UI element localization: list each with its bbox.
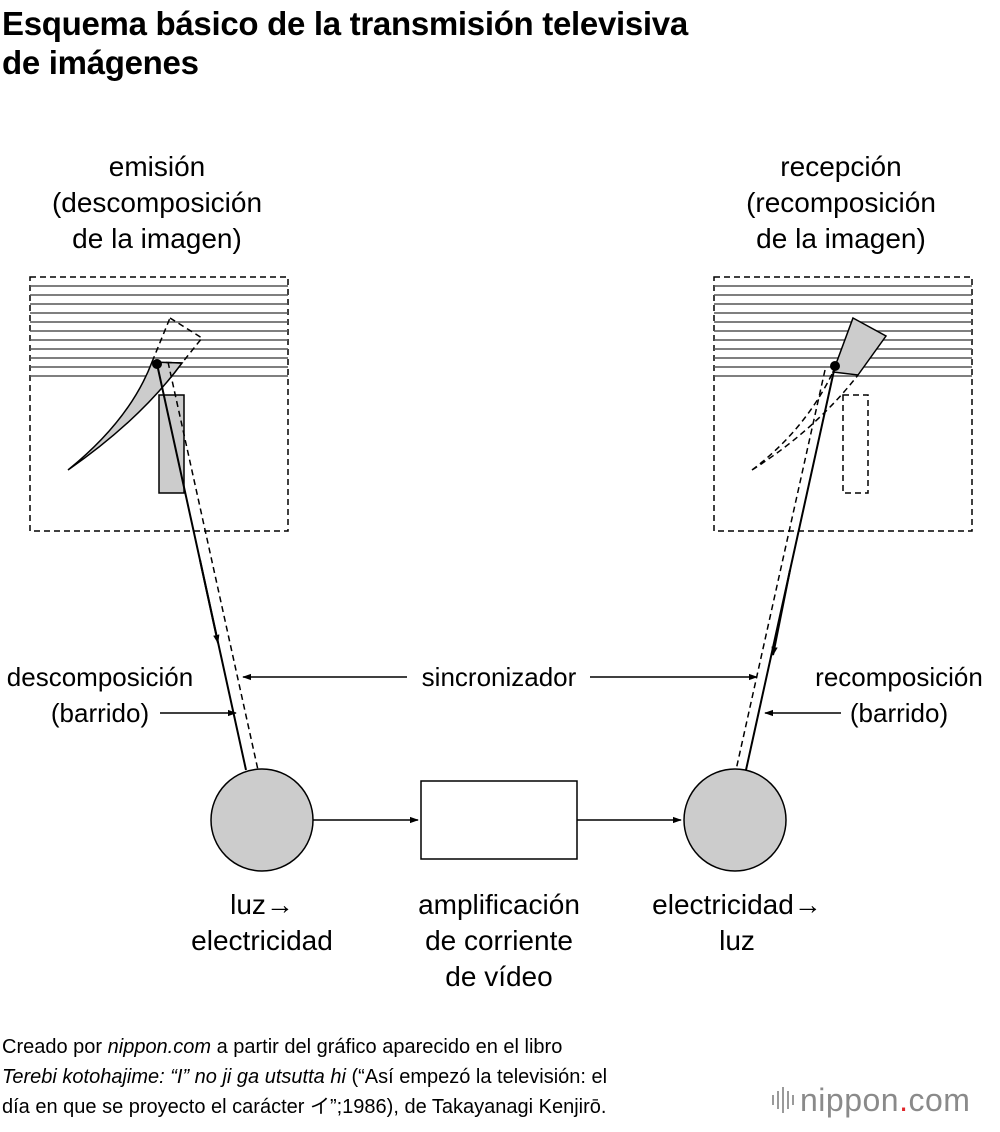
amplification-sub2: de vídeo [445, 961, 552, 992]
credit-text-3: (“Así empezó la televisión: el [345, 1066, 608, 1088]
amplification-label: amplificación [418, 889, 580, 920]
reception-label-sub1: (recomposición [746, 187, 936, 218]
diagram-title: Esquema básico de la transmisión televis… [2, 4, 962, 82]
credit-text-2: a partir del gráfico aparecido en el lib… [211, 1036, 563, 1058]
logo-wordmark: nippon.com [800, 1082, 970, 1119]
emission-label-sub2: de la imagen) [72, 223, 242, 254]
emission-curve-shape [67, 361, 184, 471]
emission-scanlines [30, 285, 288, 377]
reception-label: recepción [780, 151, 901, 182]
credit-text-1: Creado por [2, 1036, 108, 1058]
reception-bar-outline [842, 394, 869, 494]
emission-label-sub1: (descomposición [52, 187, 262, 218]
recomposition-scan-sub: (barrido) [850, 698, 948, 728]
credit-site-name: nippon.com [107, 1036, 212, 1058]
electricity-to-light-sub: luz [719, 925, 755, 956]
nippon-logo: nippon.com [772, 1080, 970, 1120]
logo-tld: com [908, 1081, 971, 1118]
recomposition-scan-label: recomposición [815, 662, 983, 692]
reception-beam-arrow [771, 569, 791, 656]
reception-image-frame [713, 276, 973, 532]
title-line-2: de imágenes [2, 44, 199, 81]
credit-line-1: Creado por nippon.com a partir del gráfi… [2, 1032, 772, 1062]
light-to-electricity-sub: electricidad [191, 925, 333, 956]
logo-dot: . [899, 1081, 909, 1118]
credit-book-title: Terebi kotohajime: “I” no ji ga utsutta … [2, 1066, 346, 1088]
emission-beam-dashed [167, 361, 259, 771]
title-line-1: Esquema básico de la transmisión televis… [2, 5, 688, 42]
decomposition-scan-label: descomposición [7, 662, 193, 692]
light-to-electricity-label: luz→ [230, 889, 294, 920]
light-emitter [683, 768, 787, 872]
credit-line-2: Terebi kotohajime: “I” no ji ga utsutta … [2, 1062, 772, 1092]
photoelectric-converter [210, 768, 314, 872]
electricity-to-light-label: electricidad→ [652, 889, 822, 920]
credit-line-3: día en que se proyecto el carácter イ”;19… [2, 1096, 607, 1118]
video-amplifier-box [420, 780, 578, 860]
logo-name: nippon [800, 1081, 900, 1118]
decomposition-scan-sub: (barrido) [51, 698, 149, 728]
emission-scan-window [150, 316, 204, 364]
emission-beam-arrow [199, 559, 220, 644]
reception-label-sub2: de la imagen) [756, 223, 926, 254]
reception-curve-outline [751, 371, 859, 471]
emission-bar-shape [158, 394, 185, 494]
emission-label: emisión [109, 151, 205, 182]
amplification-sub1: de corriente [425, 925, 573, 956]
emission-image-frame [29, 276, 289, 532]
logo-bars-icon [772, 1087, 794, 1113]
synchronizer-label: sincronizador [422, 662, 577, 692]
reception-beam-solid [745, 365, 836, 771]
reception-beam-dashed [735, 369, 826, 771]
source-credit: Creado por nippon.com a partir del gráfi… [2, 1032, 772, 1122]
